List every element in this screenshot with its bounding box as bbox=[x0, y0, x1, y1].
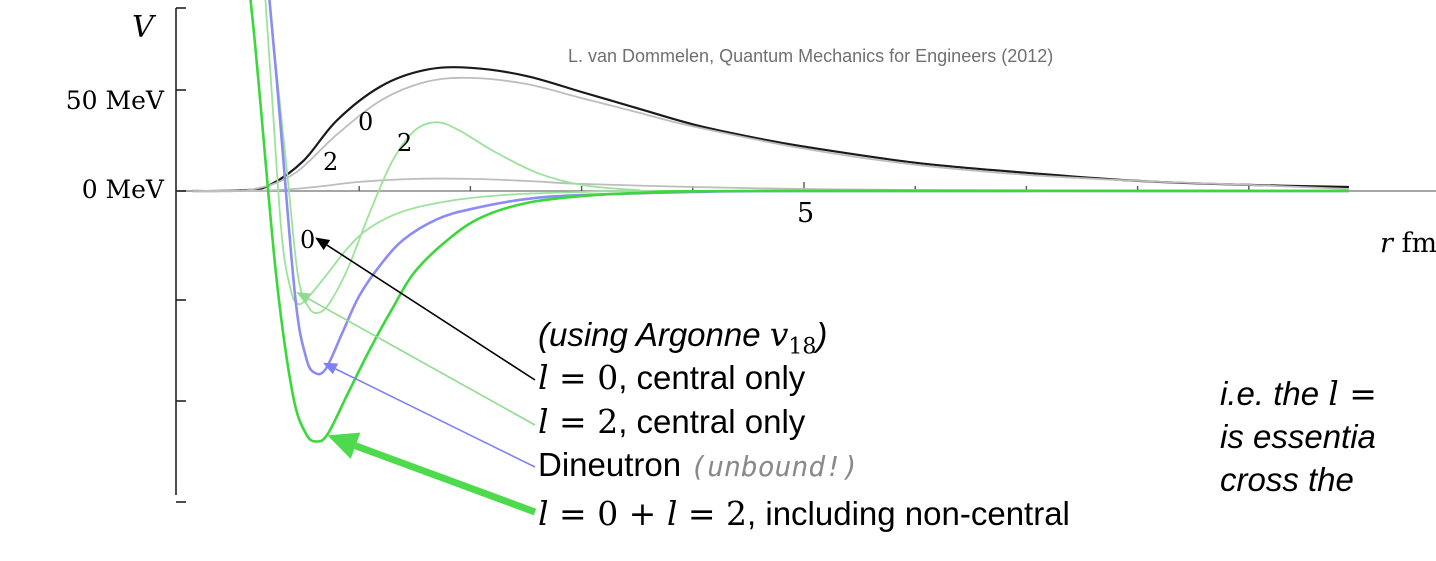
arrow-dineutron-shaft bbox=[335, 368, 536, 468]
l2-text: , central only bbox=[618, 403, 806, 440]
series-barrier-total bbox=[192, 66, 1349, 193]
total-var-a: l bbox=[538, 494, 549, 533]
note-variable: v bbox=[769, 315, 789, 354]
l0-equality: = 0 bbox=[548, 358, 619, 397]
arrow-l0-head bbox=[315, 237, 331, 251]
y-tick-label-50: 50 MeV bbox=[65, 86, 164, 115]
x-axis-variable: r bbox=[1380, 228, 1393, 259]
l0-variable: l bbox=[538, 358, 549, 397]
l0-text: , central only bbox=[618, 359, 806, 396]
arrow-total-head bbox=[327, 432, 361, 459]
arrow-l2-head bbox=[296, 292, 312, 305]
y-axis-label: V bbox=[132, 10, 154, 45]
side-note-line2: is essentia bbox=[1220, 418, 1376, 455]
total-eq-b: = 2 bbox=[677, 494, 748, 533]
source-credit: L. van Dommelen, Quantum Mechanics for E… bbox=[568, 46, 1054, 66]
note-subscript: 18 bbox=[788, 334, 817, 360]
dineutron-text: Dineutron bbox=[538, 446, 682, 483]
series-barrier-low bbox=[192, 177, 1349, 192]
l2-equality: = 2 bbox=[548, 402, 619, 441]
x-axis-unit: fm bbox=[1401, 228, 1436, 259]
note-prefix: (using Argonne bbox=[538, 316, 770, 353]
total-text: , including non-central bbox=[747, 495, 1070, 532]
annotation-total: l = 0 + l = 2, including non-central bbox=[538, 496, 1070, 532]
y-tick-label-0: 0 MeV bbox=[81, 175, 164, 204]
x-axis-label: r fm bbox=[1380, 228, 1436, 259]
l2-variable: l bbox=[538, 402, 549, 441]
side-note-variable: l bbox=[1328, 374, 1339, 413]
side-note-prefix: i.e. the bbox=[1220, 375, 1329, 412]
annotation-l2-central: l = 2, central only bbox=[538, 404, 805, 440]
arrow-dineutron-head bbox=[322, 362, 339, 375]
series-total-l0-l2 bbox=[249, 0, 1349, 443]
curve-label-l0: 0 bbox=[300, 226, 316, 254]
curve-label-barrier-0: 0 bbox=[358, 108, 374, 136]
side-note-suffix: = bbox=[1338, 374, 1377, 413]
total-var-b: l bbox=[666, 494, 678, 533]
side-note-line3: cross the bbox=[1220, 461, 1354, 498]
annotation-model-note: (using Argonne v18) bbox=[538, 317, 827, 366]
arrow-l2-shaft bbox=[308, 298, 536, 426]
x-tick-label-5: 5 bbox=[797, 198, 815, 229]
note-suffix: ) bbox=[816, 316, 828, 353]
annotation-l0-central: l = 0, central only bbox=[538, 360, 805, 396]
arrow-l0-shaft bbox=[326, 244, 536, 381]
total-eq-a: = 0 + bbox=[548, 494, 667, 533]
dineutron-note: (unbound!) bbox=[690, 450, 859, 483]
side-note-line1: i.e. the l = bbox=[1220, 376, 1377, 412]
series-barrier-0 bbox=[192, 76, 1349, 193]
arrow-total-shaft bbox=[354, 442, 537, 516]
annotation-dineutron: Dineutron (unbound!) bbox=[538, 447, 859, 485]
curve-label-l2-right: 2 bbox=[397, 129, 413, 157]
curve-label-l2-left: 2 bbox=[323, 148, 339, 176]
